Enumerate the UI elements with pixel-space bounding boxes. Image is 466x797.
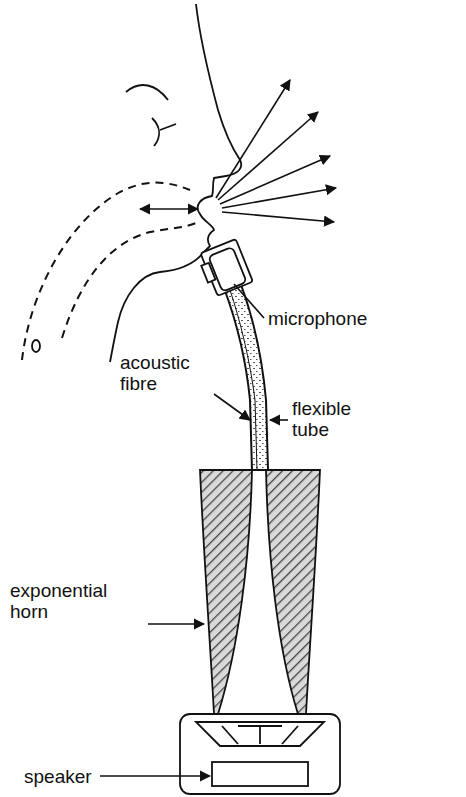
microphone-symbol (197, 239, 253, 297)
face-profile (110, 4, 241, 362)
part-label: microphone (268, 308, 428, 329)
flexible-tube (224, 282, 268, 470)
leader-lines (100, 284, 288, 776)
part-label: speaker (24, 766, 144, 787)
larynx-circle (32, 340, 40, 352)
part-label: acoustic fibre (120, 352, 212, 394)
speaker-symbol (180, 714, 340, 794)
sound-arrows (140, 80, 336, 222)
part-label: exponential horn (10, 580, 150, 622)
part-label: flexible tube (292, 398, 372, 440)
vocal-tract (22, 183, 198, 360)
exponential-horn (200, 470, 320, 714)
